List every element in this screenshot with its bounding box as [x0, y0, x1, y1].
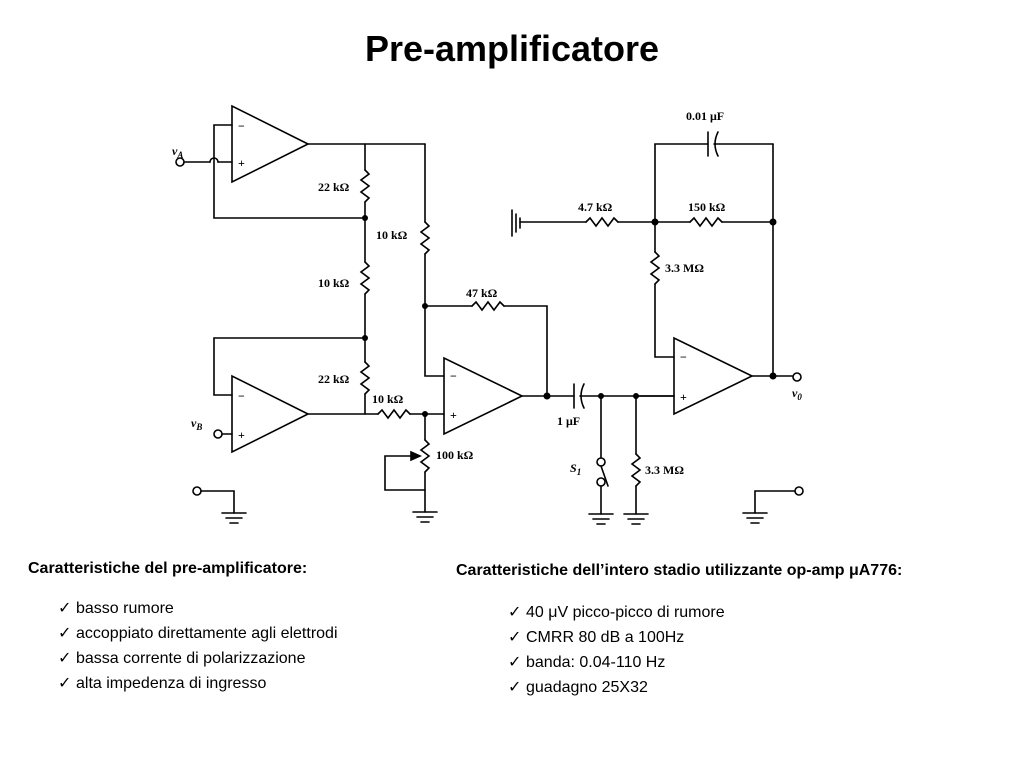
- resistor-22k-top: [359, 169, 371, 203]
- opamp-c: [443, 356, 524, 436]
- list-item: CMRR 80 dB a 100Hz: [508, 625, 902, 650]
- potentiometer-100k: [419, 439, 431, 473]
- preamp-characteristics-list: basso rumore accoppiato direttamente agl…: [58, 596, 338, 696]
- label-va: vA: [172, 144, 183, 160]
- opamp-d-plus: +: [680, 390, 687, 404]
- label-r3m3-gnd: 3.3 MΩ: [645, 463, 684, 477]
- stage-characteristics-heading: Caratteristiche dell’intero stadio utili…: [456, 562, 903, 579]
- page-title: Pre-amplificatore: [364, 28, 660, 69]
- list-item: alta impedenza di ingresso: [58, 671, 338, 696]
- opamp-a: [231, 104, 310, 184]
- terminal-vo: [792, 372, 802, 382]
- list-item: bassa corrente di polarizzazione: [58, 646, 338, 671]
- label-r150k: 150 kΩ: [688, 200, 726, 214]
- label-r47k: 47 kΩ: [466, 286, 498, 300]
- label-r10k-in: 10 kΩ: [372, 392, 404, 406]
- label-r10k-mid: 10 kΩ: [318, 276, 350, 290]
- resistor-22k-bot: [359, 361, 371, 395]
- terminal-gnd-left: [192, 486, 202, 496]
- resistor-10k-in: [377, 408, 411, 420]
- label-c001: 0.01 μF: [686, 109, 724, 123]
- list-item: banda: 0.04-110 Hz: [508, 650, 902, 675]
- label-r100k: 100 kΩ: [436, 448, 474, 462]
- opamp-a-minus: −: [238, 119, 245, 133]
- label-c1uf: 1 μF: [557, 414, 580, 428]
- switch-s1: [600, 465, 609, 487]
- label-r10k-right: 10 kΩ: [376, 228, 408, 242]
- resistor-3m3-gnd: [630, 453, 642, 487]
- opamp-d-minus: −: [680, 350, 687, 364]
- label-r4k7: 4.7 kΩ: [578, 200, 613, 214]
- opamp-b: [231, 374, 310, 454]
- stage-characteristics: Caratteristiche dell’intero stadio utili…: [456, 562, 902, 700]
- label-r3m3-fb: 3.3 MΩ: [665, 261, 704, 275]
- resistor-47k: [471, 300, 505, 312]
- label-vb: vB: [191, 416, 202, 432]
- resistor-10k-right: [419, 221, 431, 255]
- list-item: 40 μV picco-picco di rumore: [508, 600, 902, 625]
- list-item: guadagno 25X32: [508, 675, 902, 700]
- resistor-3m3-fb: [649, 251, 661, 285]
- opamp-c-minus: −: [450, 369, 457, 383]
- list-item: accoppiato direttamente agli elettrodi: [58, 621, 338, 646]
- terminal-vb: [213, 429, 223, 439]
- opamp-c-plus: +: [450, 408, 457, 422]
- list-item: basso rumore: [58, 596, 338, 621]
- label-r22k-top: 22 kΩ: [318, 180, 350, 194]
- label-vo: v0: [792, 386, 802, 402]
- stage-characteristics-list: 40 μV picco-picco di rumore CMRR 80 dB a…: [508, 600, 902, 700]
- label-r22k-bot: 22 kΩ: [318, 372, 350, 386]
- label-s1: S1: [570, 461, 581, 477]
- resistor-150k: [689, 216, 723, 228]
- opamp-d: [673, 336, 754, 416]
- terminal-gnd-right: [794, 486, 804, 496]
- preamplifier-circuit-diagram: − + − + − + − + vA vB 22 kΩ 10 kΩ 22 kΩ …: [172, 104, 804, 525]
- opamp-b-plus: +: [238, 428, 245, 442]
- resistor-10k-mid: [359, 261, 371, 295]
- opamp-b-minus: −: [238, 389, 245, 403]
- opamp-a-plus: +: [238, 156, 245, 170]
- preamp-characteristics-heading: Caratteristiche del pre-amplificatore:: [28, 560, 308, 577]
- preamp-characteristics: Caratteristiche del pre-amplificatore: b…: [28, 560, 338, 696]
- resistor-4k7: [585, 216, 619, 228]
